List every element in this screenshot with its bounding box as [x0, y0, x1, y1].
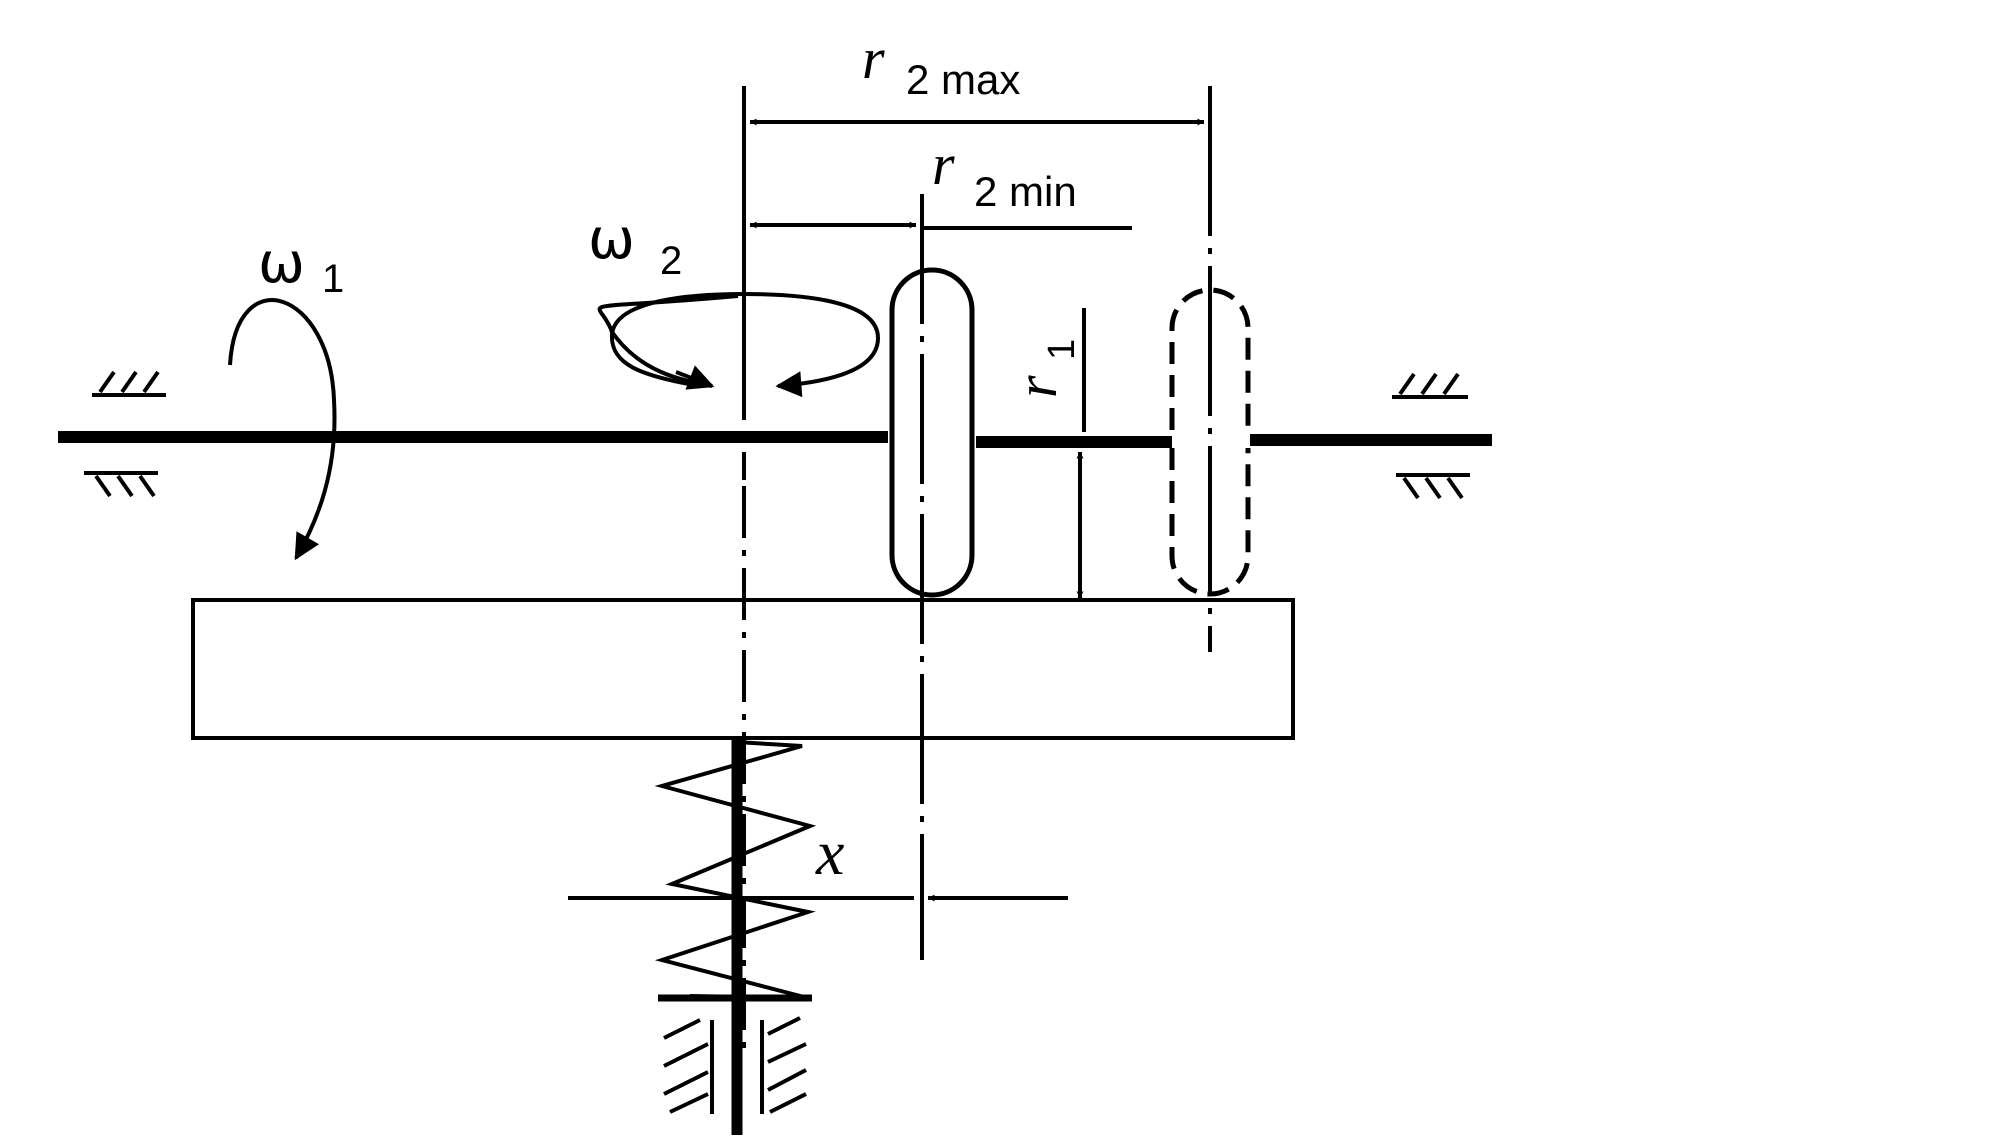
- input-shaft: [58, 431, 1492, 448]
- omega1-symbol: ω: [258, 231, 305, 296]
- omega1-rotation-arrow: [228, 298, 337, 561]
- right-bearing-icon: [1392, 372, 1470, 500]
- omega2-rotation-arrow: [609, 291, 881, 398]
- x-label: x: [815, 817, 844, 888]
- omega1-subscript: 1: [322, 257, 344, 301]
- shaft-guide-icon: [663, 1016, 807, 1114]
- r1-symbol: r: [1004, 375, 1069, 398]
- r2max-symbol: r: [862, 26, 885, 91]
- omega2-rotation-arrowhead-left: [675, 365, 715, 390]
- omega2-rotation-arrow-left: [597, 294, 739, 388]
- dimension-r1: [1076, 308, 1086, 599]
- spring: [654, 740, 817, 1000]
- r1-subscript: 1: [1041, 339, 1083, 360]
- omega2-subscript: 2: [660, 239, 682, 283]
- left-bearing-icon: [84, 370, 166, 498]
- dimension-r2min: [749, 221, 1132, 230]
- r2min-symbol: r: [932, 132, 955, 197]
- r2max-subscript: 2 max: [906, 56, 1020, 103]
- omega2-symbol: ω: [588, 207, 635, 272]
- friction-roller: [889, 267, 975, 598]
- r2min-subscript: 2 min: [974, 168, 1077, 215]
